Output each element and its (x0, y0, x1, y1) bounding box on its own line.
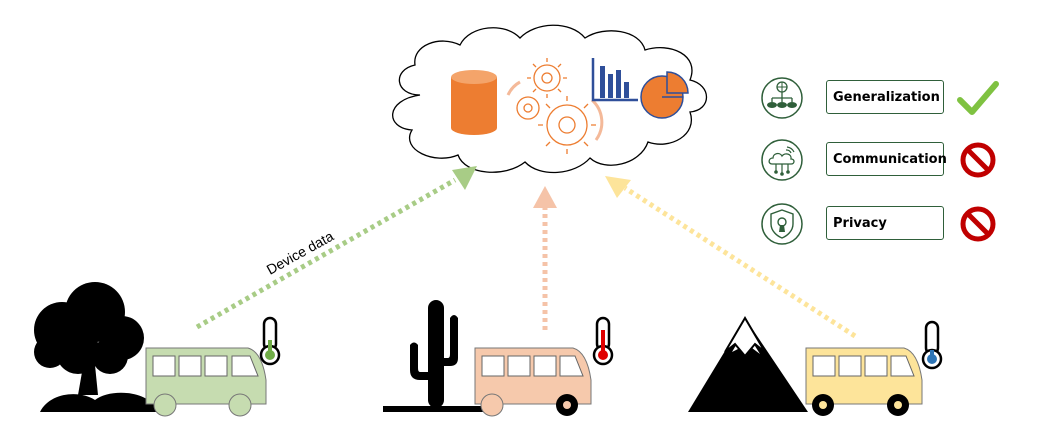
gears-icon (506, 58, 604, 154)
arrow-mountain-to-cloud (605, 176, 857, 339)
forest-bus (145, 347, 267, 417)
mountain-bus (805, 347, 923, 416)
legend-label-generalization: Generalization (826, 80, 944, 114)
prohibited-icon (960, 142, 996, 178)
thermometer-icon-desert (592, 316, 614, 366)
network-database-icon (761, 77, 803, 119)
bar-chart-icon (591, 58, 638, 102)
legend-row-communication: Communication (760, 138, 1030, 182)
arrow-desert-to-cloud (533, 186, 557, 330)
prohibited-icon (960, 206, 996, 242)
legend-label-communication: Communication (826, 142, 947, 176)
check-icon (957, 81, 999, 115)
legend-label-privacy: Privacy (826, 206, 944, 240)
tree-silhouette (34, 282, 158, 412)
thermometer-icon-mountain (921, 320, 943, 370)
pie-chart-icon (640, 71, 689, 119)
database-icon (451, 70, 497, 135)
legend-row-generalization: Generalization (760, 76, 1030, 120)
cloud-wifi-icon (761, 139, 803, 181)
shield-lock-icon (761, 203, 803, 245)
desert-bus (474, 347, 592, 417)
device-data-label: Device data (264, 228, 337, 278)
cactus-silhouette (383, 300, 483, 412)
legend-row-privacy: Privacy (760, 202, 1030, 246)
mountain-silhouette (688, 316, 808, 412)
thermometer-icon-forest (259, 316, 281, 366)
arrow-forest-to-cloud (195, 166, 477, 330)
cloud-server (392, 24, 707, 174)
